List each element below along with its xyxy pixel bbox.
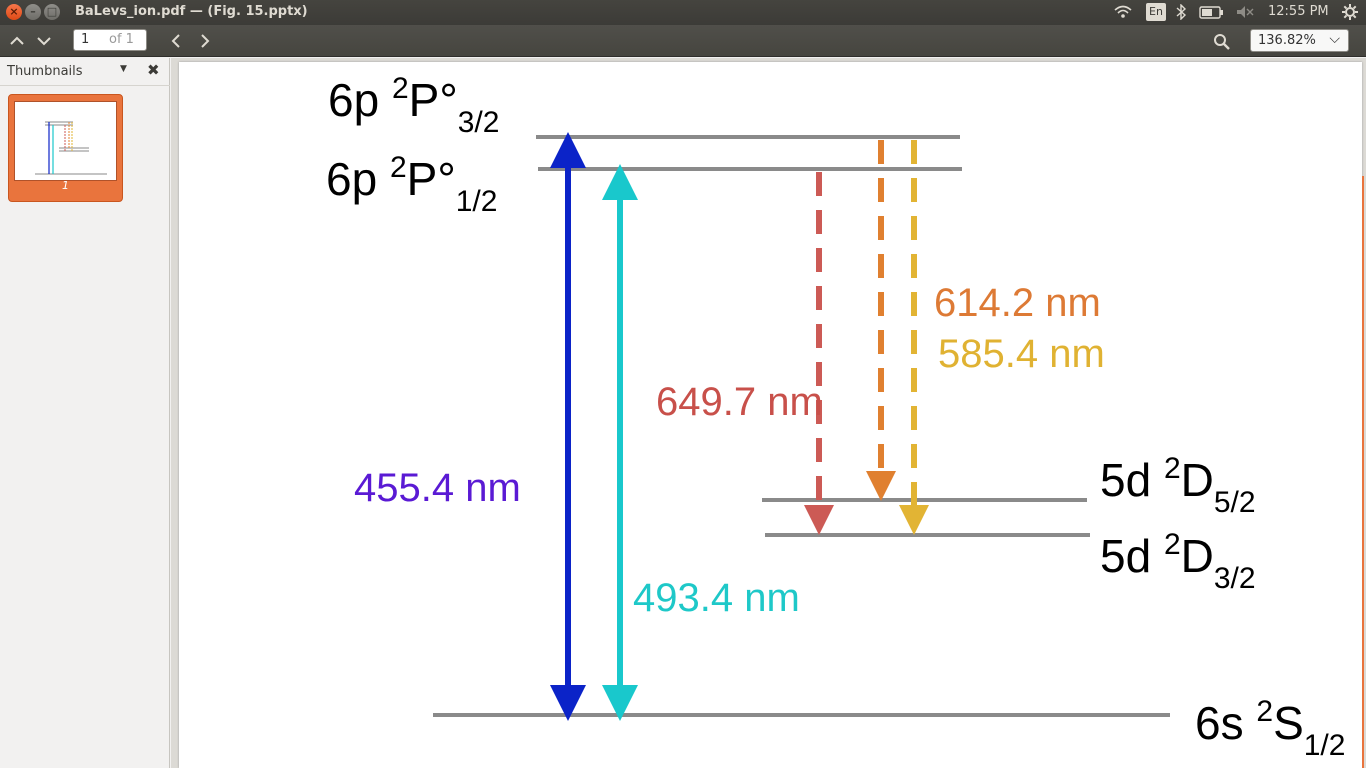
current-page: 1 xyxy=(81,32,90,47)
wavelength-label-493: 493.4 nm xyxy=(633,576,800,620)
wifi-icon[interactable] xyxy=(1114,5,1132,19)
total-pages: of 1 xyxy=(109,32,134,47)
close-sidebar-icon[interactable]: ✖ xyxy=(147,61,160,79)
minimize-window-button[interactable]: – xyxy=(25,4,41,20)
document-view[interactable]: 6p 2P°3/2 6p 2P°1/2 5d 2D5/2 5d 2D3/2 6s… xyxy=(171,58,1366,768)
wavelength-label-614: 614.2 nm xyxy=(934,281,1101,325)
bluetooth-icon[interactable] xyxy=(1175,4,1187,20)
history-back-button[interactable] xyxy=(166,31,188,55)
chevron-down-icon: ⌵ xyxy=(1329,31,1340,47)
page-number-input[interactable]: 1 of 1 xyxy=(73,29,147,51)
search-icon[interactable] xyxy=(1211,31,1233,55)
previous-page-button[interactable] xyxy=(6,31,28,55)
battery-icon[interactable] xyxy=(1199,6,1225,19)
thumbnail-preview xyxy=(14,101,117,181)
level-label-6p-p32: 6p 2P°3/2 xyxy=(328,72,499,139)
energy-level-diagram: 6p 2P°3/2 6p 2P°1/2 5d 2D5/2 5d 2D3/2 6s… xyxy=(326,72,1345,762)
sidebar-title[interactable]: Thumbnails xyxy=(7,64,83,79)
settings-gear-icon[interactable] xyxy=(1341,3,1359,21)
sidebar-header: Thumbnails ▼ ✖ xyxy=(0,58,170,86)
thumbnail-diagram xyxy=(35,121,107,175)
maximize-window-button[interactable]: □ xyxy=(44,4,60,20)
zoom-select[interactable]: 136.82% ⌵ xyxy=(1250,29,1349,52)
close-window-button[interactable]: × xyxy=(6,4,22,20)
clock[interactable]: 12:55 PM xyxy=(1268,4,1329,19)
level-label-5d-d32: 5d 2D3/2 xyxy=(1100,528,1256,595)
level-label-5d-d52: 5d 2D5/2 xyxy=(1100,452,1256,519)
keyboard-language-indicator[interactable]: En xyxy=(1146,3,1166,21)
window-title: BaLevs_ion.pdf — (Fig. 15.pptx) xyxy=(75,4,308,19)
dropdown-arrow-icon[interactable]: ▼ xyxy=(120,64,127,74)
history-forward-button[interactable] xyxy=(193,31,215,55)
level-label-6p-p12: 6p 2P°1/2 xyxy=(326,151,497,218)
pdf-page: 6p 2P°3/2 6p 2P°1/2 5d 2D5/2 5d 2D3/2 6s… xyxy=(179,62,1362,768)
wavelength-label-585: 585.4 nm xyxy=(938,332,1105,376)
thumbnail-page-number: 1 xyxy=(62,179,69,192)
sidebar: Thumbnails ▼ ✖ 1 xyxy=(0,58,170,768)
scroll-position-indicator[interactable] xyxy=(1362,176,1364,768)
page-thumbnail[interactable]: 1 xyxy=(8,94,123,202)
next-page-button[interactable] xyxy=(33,31,55,55)
level-label-6s-s12: 6s 2S1/2 xyxy=(1195,695,1345,762)
wavelength-label-649: 649.7 nm xyxy=(656,380,823,424)
wavelength-label-455: 455.4 nm xyxy=(354,466,521,510)
zoom-value: 136.82% xyxy=(1258,33,1316,48)
title-bar: × – □ BaLevs_ion.pdf — (Fig. 15.pptx) En… xyxy=(0,0,1366,25)
volume-muted-icon[interactable] xyxy=(1236,5,1254,19)
toolbar xyxy=(0,25,1366,57)
